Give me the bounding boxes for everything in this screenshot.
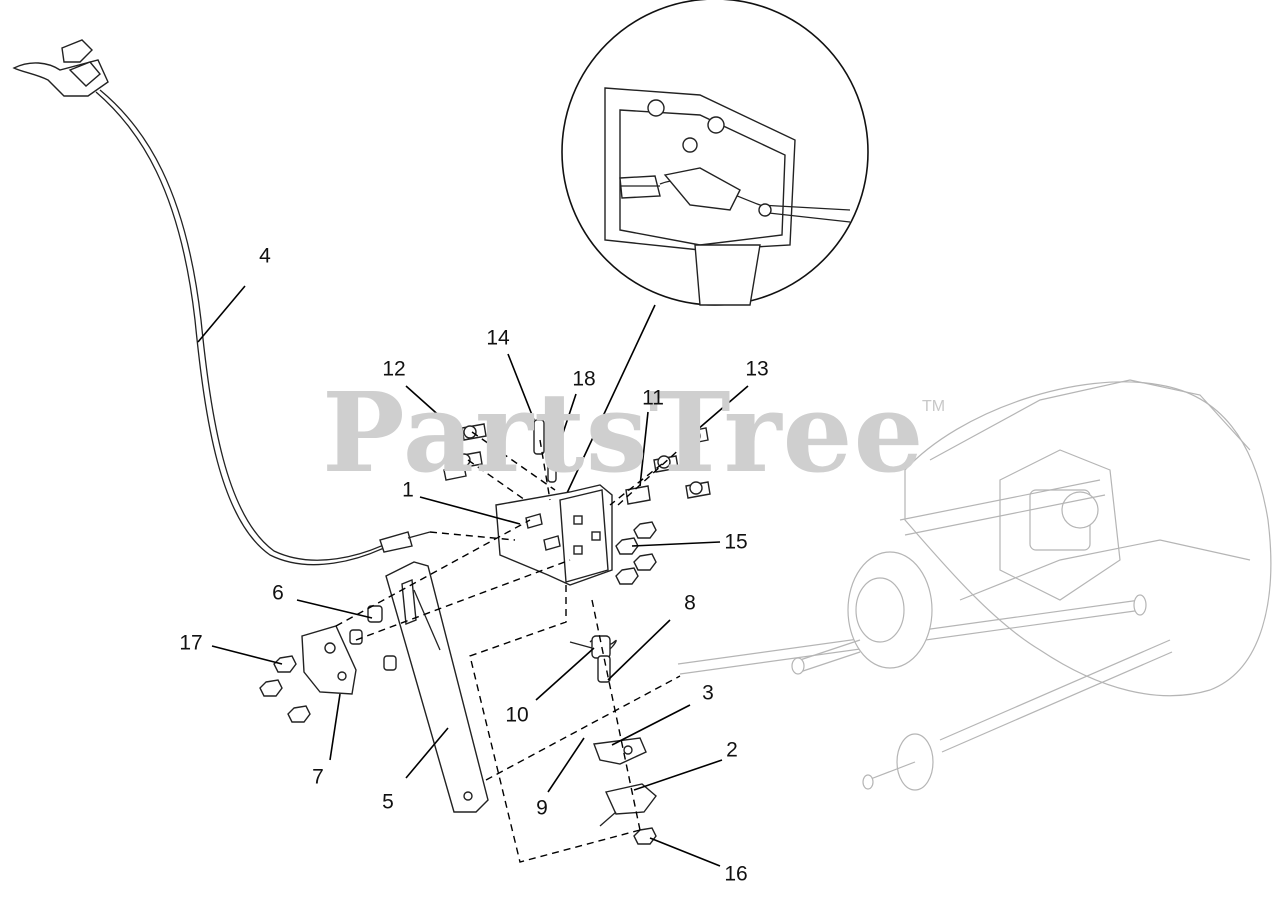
callout-8: 8 (684, 591, 696, 615)
callout-6: 6 (272, 581, 284, 605)
control-handle (12, 39, 109, 97)
pin (597, 655, 611, 683)
plate (301, 625, 357, 695)
slotted-arm (385, 561, 489, 813)
control-cable (95, 91, 391, 566)
cable-end (379, 531, 413, 553)
callout-16: 16 (724, 862, 748, 886)
trademark-mark: TM (922, 398, 946, 415)
lock-plate (605, 783, 657, 815)
leader-lines (197, 285, 749, 867)
callout-12: 12 (382, 357, 406, 381)
callout-15: 15 (724, 530, 748, 554)
callout-5: 5 (382, 790, 394, 814)
callout-10: 10 (505, 703, 529, 727)
callout-4: 4 (259, 244, 271, 268)
callout-1: 1 (402, 478, 414, 502)
callout-17: 17 (179, 631, 203, 655)
bolts (443, 419, 711, 499)
callout-11: 11 (642, 386, 664, 410)
callout-13: 13 (745, 357, 769, 381)
watermark: PartsTree (322, 368, 925, 497)
detail-inset (561, 0, 869, 306)
callout-2: 2 (726, 738, 738, 762)
extension-spring (625, 485, 651, 505)
callout-18: 18 (572, 367, 596, 391)
callout-7: 7 (312, 765, 324, 789)
bracket (495, 484, 613, 586)
inset-leader (559, 304, 656, 509)
spring (569, 635, 617, 659)
pawl-plate (593, 737, 647, 765)
ghost-shafts (677, 479, 1173, 791)
callout-3: 3 (702, 681, 714, 705)
nuts (259, 521, 657, 845)
callout-9: 9 (536, 796, 548, 820)
assembly-lines (335, 431, 695, 863)
callout-14: 14 (486, 326, 510, 350)
ghost-track-assembly (904, 379, 1272, 697)
